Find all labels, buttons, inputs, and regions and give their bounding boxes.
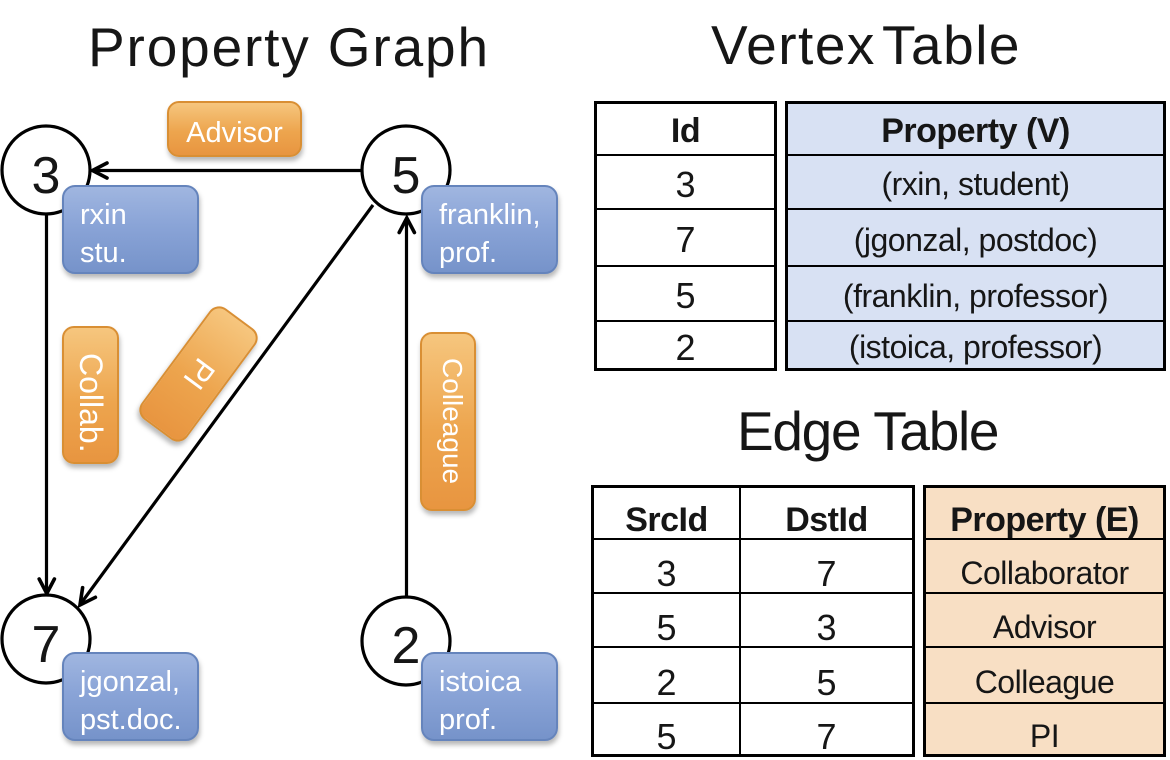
svg-text:5: 5 bbox=[392, 147, 421, 205]
svg-text:2: 2 bbox=[392, 617, 421, 675]
svg-text:3: 3 bbox=[32, 147, 61, 205]
svg-text:7: 7 bbox=[32, 616, 61, 674]
